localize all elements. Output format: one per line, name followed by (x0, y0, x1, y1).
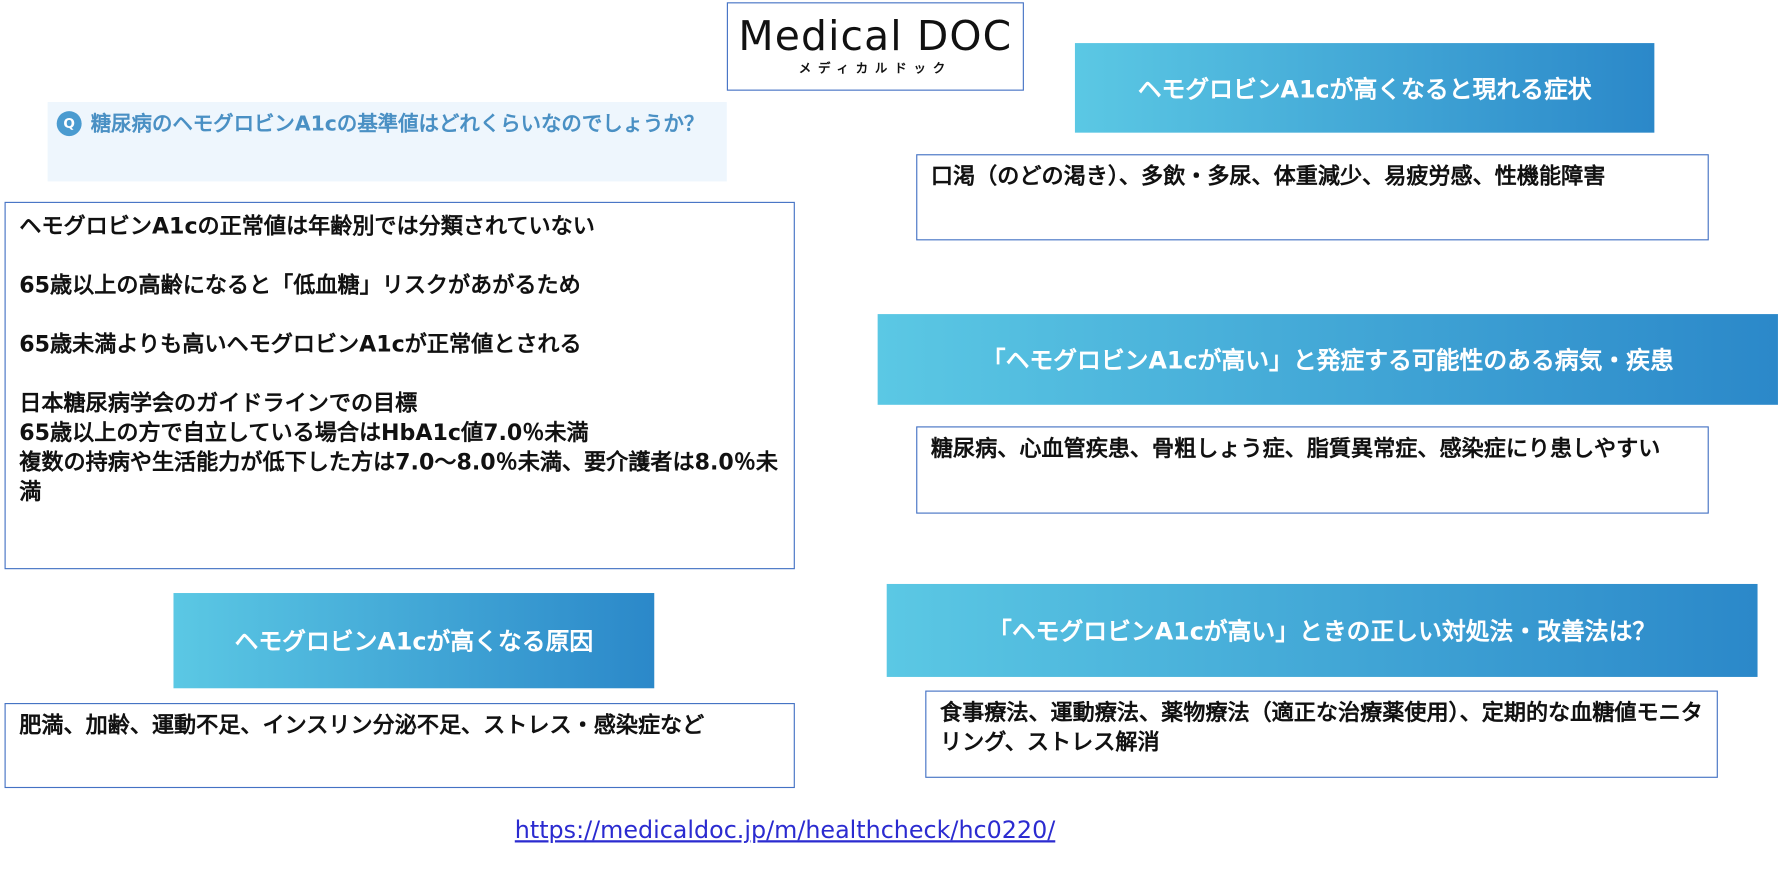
treatment-box: 食事療法、運動療法、薬物療法（適正な治療薬使用）、定期的な血糖値モニタリング、ス… (925, 690, 1718, 778)
paragraph: 65歳以上の高齢になると「低血糖」リスクがあがるため (19, 272, 581, 299)
treatment-header: 「ヘモグロビンA1cが高い」ときの正しい対処法・改善法は？ (886, 583, 1758, 677)
source-link[interactable]: https://medicaldoc.jp/m/healthcheck/hc02… (514, 816, 1056, 844)
question-banner: Q 糖尿病のヘモグロビンA1cの基準値はどれくらいなのでしょうか？ (47, 102, 727, 182)
diseases-box: 糖尿病、心血管疾患、骨粗しょう症、脂質異常症、感染症にり患しやすい (916, 426, 1709, 514)
paragraph: ヘモグロビンA1cの正常値は年齢別では分類されていない (19, 213, 595, 240)
paragraph: 65歳未満よりも高いヘモグロビンA1cが正常値とされる (19, 331, 582, 358)
causes-box: 肥満、加齢、運動不足、インスリン分泌不足、ストレス・感染症など (4, 703, 795, 789)
logo-text: Medical DOC (738, 13, 1013, 61)
causes-header: ヘモグロビンA1cが高くなる原因 (173, 593, 655, 689)
question-text: 糖尿病のヘモグロビンA1cの基準値はどれくらいなのでしょうか？ (90, 112, 705, 137)
symptoms-box: 口渇（のどの渇き）、多飲・多尿、体重減少、易疲労感、性機能障害 (916, 154, 1709, 241)
diseases-header: 「ヘモグロビンA1cが高い」と発症する可能性のある病気・疾患 (877, 314, 1778, 405)
logo-kana: メディカルドック (798, 61, 953, 76)
medical-doc-logo: Medical DOC メディカルドック (726, 2, 1024, 91)
q-icon: Q (56, 111, 82, 137)
symptoms-header: ヘモグロビンA1cが高くなると現れる症状 (1074, 43, 1655, 133)
paragraph: 日本糖尿病学会のガイドラインでの目標 65歳以上の方で自立している場合はHbA1… (19, 390, 779, 505)
normal-value-box: ヘモグロビンA1cの正常値は年齢別では分類されていない 65歳以上の高齢になると… (4, 201, 795, 570)
